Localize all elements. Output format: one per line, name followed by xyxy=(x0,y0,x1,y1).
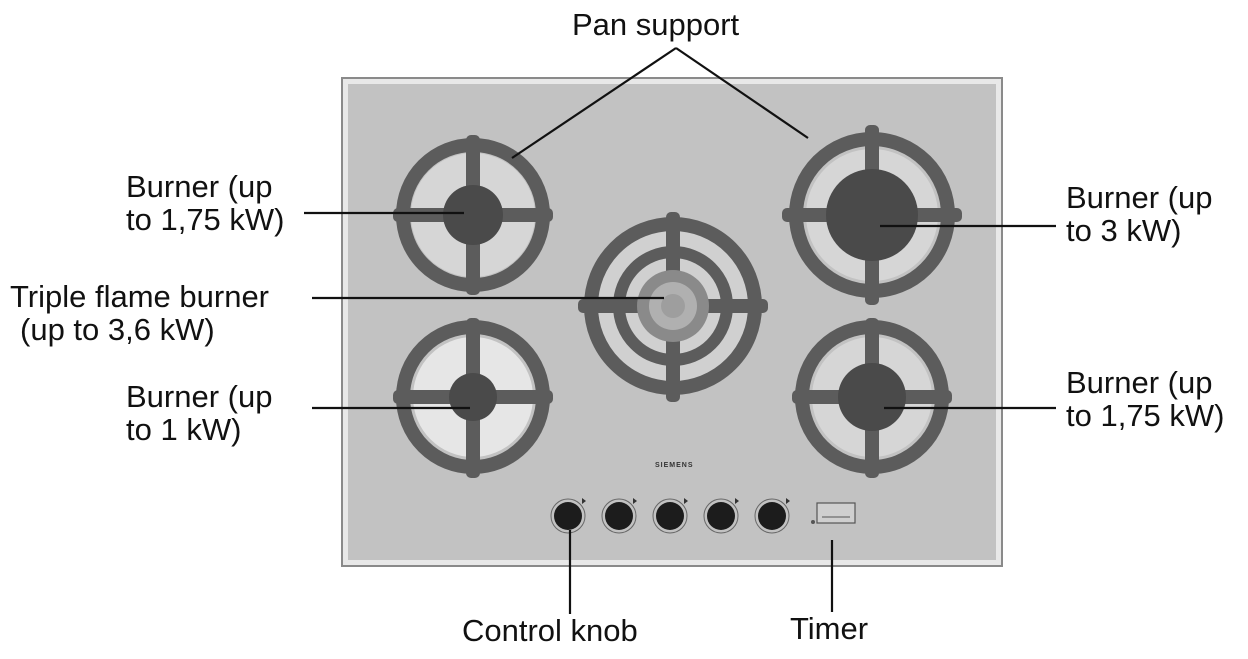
label-pan-support-text: Pan support xyxy=(572,7,740,42)
burner-bottom-left xyxy=(393,318,553,478)
label-pan-support: Pan support xyxy=(572,8,739,41)
label-burner-bottom-left: Burner (up to 1 kW) xyxy=(126,380,272,446)
label-burner-top-right-line1: Burner (up xyxy=(1066,180,1213,215)
label-triple-flame-burner: Triple flame burner (up to 3,6 kW) xyxy=(10,280,269,346)
brand-logo: SIEMENS xyxy=(655,462,694,469)
label-burner-top-right-line2: to 3 kW) xyxy=(1066,213,1182,248)
label-control-knob: Control knob xyxy=(462,614,638,647)
control-knob-5[interactable] xyxy=(754,498,790,534)
label-burner-bottom-right-line2: to 1,75 kW) xyxy=(1066,398,1225,433)
control-knob-2[interactable] xyxy=(601,498,637,534)
leader-lines xyxy=(304,47,1056,614)
label-burner-top-right: Burner (up to 3 kW) xyxy=(1066,181,1212,247)
burner-top-left xyxy=(393,135,553,295)
label-timer-text: Timer xyxy=(790,611,869,646)
burner-top-right xyxy=(782,125,962,305)
label-control-knob-text: Control knob xyxy=(462,613,638,648)
label-burner-bottom-left-line1: Burner (up xyxy=(126,379,273,414)
triple-flame-burner xyxy=(578,212,768,402)
label-triple-flame-line2: (up to 3,6 kW) xyxy=(20,312,215,347)
leader-pan-support-right xyxy=(675,47,809,139)
label-burner-top-left: Burner (up to 1,75 kW) xyxy=(126,170,285,236)
label-burner-top-left-line2: to 1,75 kW) xyxy=(126,202,285,237)
control-knob-1[interactable] xyxy=(550,498,586,534)
label-burner-bottom-right-line1: Burner (up xyxy=(1066,365,1213,400)
label-burner-bottom-left-line2: to 1 kW) xyxy=(126,412,242,447)
control-knob-row xyxy=(550,498,790,534)
label-triple-flame-line1: Triple flame burner xyxy=(10,279,270,314)
label-burner-top-left-line1: Burner (up xyxy=(126,169,273,204)
control-knob-3[interactable] xyxy=(652,498,688,534)
label-timer: Timer xyxy=(790,612,868,645)
burner-bottom-right xyxy=(792,318,952,478)
timer-display[interactable] xyxy=(811,502,856,524)
control-knob-4[interactable] xyxy=(703,498,739,534)
leader-pan-support-left xyxy=(511,47,677,159)
label-burner-bottom-right: Burner (up to 1,75 kW) xyxy=(1066,366,1225,432)
